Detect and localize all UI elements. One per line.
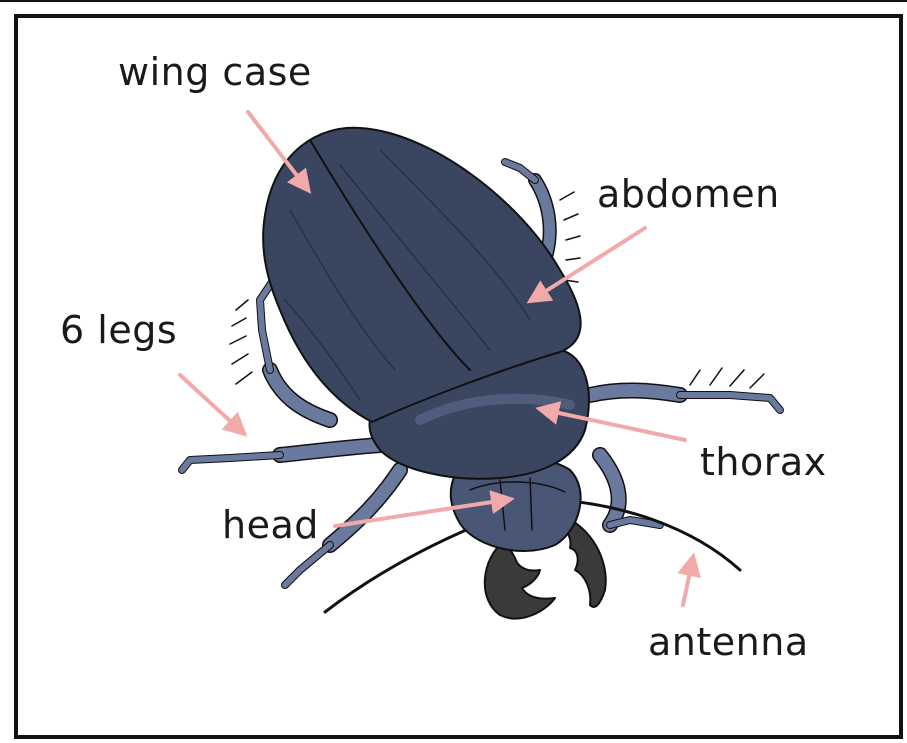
leg-mid-left <box>182 445 380 470</box>
label-thorax: thorax <box>700 440 827 484</box>
leg-front-right <box>600 455 660 525</box>
legs-arrow <box>180 375 240 430</box>
label-legs: 6 legs <box>60 308 177 352</box>
label-antenna: antenna <box>648 620 809 664</box>
label-head: head <box>222 503 319 547</box>
label-abdomen: abdomen <box>597 172 780 216</box>
leg-mid-right <box>590 368 780 410</box>
label-wing-case: wing case <box>118 50 312 94</box>
antenna-arrow <box>683 562 692 605</box>
